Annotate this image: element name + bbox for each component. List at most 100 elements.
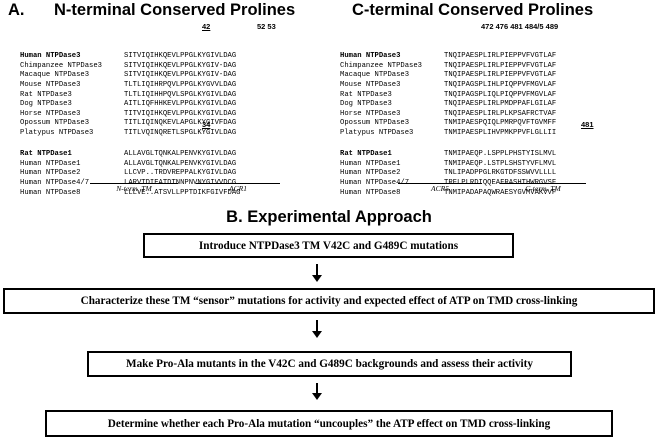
sequence: TRFLPLRDIQQEAFRASHTHWRGVSF <box>444 178 557 187</box>
species-name: Opossum NTPDase3 <box>340 119 410 128</box>
species-name: Chimpanzee NTPDase3 <box>340 61 422 70</box>
sequence: TNMIPAEQP.LSTPLSHSTYVFLMVL <box>444 159 557 168</box>
step-2-box: Characterize these TM “sensor” mutations… <box>3 288 655 314</box>
species-name: Chimpanzee NTPDase3 <box>20 61 102 70</box>
n-terminal-title: N-terminal Conserved Prolines <box>54 1 296 19</box>
sequence: TNMIPAEQP.LSPPLPHSTYISLMVL <box>444 150 557 159</box>
sequence: TNMIPAESPLIHVPMKPPVFLGLLII <box>444 128 557 137</box>
alignment-row: Human NTPDase2 LLCVP..TRDVREPPALKYGIVLDAG <box>20 169 240 179</box>
species-name: Human NTPDase4/7 <box>340 178 410 187</box>
step-1-text: Introduce NTPDase3 TM V42C and G489C mut… <box>198 239 459 252</box>
arrow-2-head <box>312 331 322 338</box>
sequence: TNMIPAESPQIQLPMRPQVFTGVMFF <box>444 119 557 128</box>
sequence: SITVIQIHKQEVLPPGLKYGIV-DAG <box>124 61 237 70</box>
alignment-row: Macaque NTPDase3 SITVIQIHKQEVLPPGLKYGIV-D… <box>20 71 236 81</box>
c-terminal-title: C-terminal Conserved Prolines <box>352 1 594 19</box>
alignment-row: Chimpanzee NTPDase3 TNQIPAESPLIRLPIEPPVFV… <box>340 62 556 72</box>
species-name: Human NTPDase1 <box>340 159 401 168</box>
panel-a-label: A. <box>8 1 25 19</box>
step-2-text: Characterize these TM “sensor” mutations… <box>80 295 578 307</box>
alignment-row: Platypus NTPDase3 TNMIPAESPLIHVPMKPPVFLGL… <box>340 129 556 139</box>
sequence: LARVTDIEATDTNNPNVNYGIVVDCG <box>124 178 237 187</box>
sequence: AITLIQFHHKEVLPPGLKYGIVLDAG <box>124 100 237 109</box>
sequence: TITLIQINQKEVLAPGLKYGIVFDAG <box>124 119 237 128</box>
species-name: Horse NTPDase3 <box>340 109 401 118</box>
species-name: Human NTPDase2 <box>340 169 401 178</box>
step-3-text: Make Pro-Ala mutants in the V42C and G48… <box>126 358 533 370</box>
species-name: Rat NTPDase1 <box>20 150 72 159</box>
alignment-row: Human NTPDase3 TNQIPAESPLIRLPIEPPVFVGTLAF <box>340 52 556 62</box>
species-name: Rat NTPDase1 <box>340 150 392 159</box>
sequence: TNQIPAESPLIRLPIEPPVFVGTLAF <box>444 71 557 80</box>
c-term-tm-label: C-term. TM <box>525 184 561 193</box>
alignment-row: Mouse NTPDase3 TNQIPAGSPLIHLPIQPPVFMGVLAF <box>340 81 556 91</box>
c-term-tm-bracket <box>500 183 586 184</box>
step-1-box: Introduce NTPDase3 TM V42C and G489C mut… <box>143 233 514 258</box>
species-name: Rat NTPDase3 <box>340 90 392 99</box>
species-name: Macaque NTPDase3 <box>340 71 410 80</box>
alignment-row: Human NTPDase8 TNMIPADAPAQWRAESYGVMVAKVVF <box>340 189 556 199</box>
alignment-row: Horse NTPDase3 TNQIPAESPLIRLPLKPSAFRCTVAF <box>340 110 556 120</box>
acr5-label: ACR5 <box>431 184 449 193</box>
alignment-row: Rat NTPDase1 TNMIPAEQP.LSPPLPHSTYISLMVL <box>340 150 556 160</box>
arrow-3-head <box>312 393 322 400</box>
acr5-bracket <box>398 183 482 184</box>
sequence: TLTLIQIHHPQVLSPGLKYGIVLDAG <box>124 90 237 99</box>
species-name: Opossum NTPDase3 <box>20 119 90 128</box>
sequence: TNQIPAESPLIRLPMDPPAFLGILAF <box>444 100 557 109</box>
sequence: TNQIPAESPLIRLPIEPPVFVGTLAF <box>444 52 557 61</box>
alignment-row: Mouse NTPDase3 TLTLIQIHRPQVLPPGLKYGVVLDAG <box>20 81 236 91</box>
alignment-row: Human NTPDase4/7 LARVTDIEATDTNNPNVNYGIVVD… <box>20 179 240 189</box>
alignment-row: Rat NTPDase3 TLTLIQIHHPQVLSPGLKYGIVLDAG <box>20 91 236 101</box>
species-name: Rat NTPDase3 <box>20 90 72 99</box>
position-52-53-label: 52 53 <box>257 22 276 31</box>
species-name: Platypus NTPDase3 <box>340 128 414 137</box>
sequence: LLCVP..TRDVREPPALKYGIVLDAG <box>124 169 237 178</box>
alignment-row: Dog NTPDase3 TNQIPAESPLIRLPMDPPAFLGILAF <box>340 100 556 110</box>
alignment-row: Human NTPDase1 TNMIPAEQP.LSTPLSHSTYVFLMVL <box>340 160 556 170</box>
sequence: TNMIPADAPAQWRAESYGVMVAKVVF <box>444 188 557 197</box>
sequence: ALLAVGLTQNKALPENVKYGIVLDAG <box>124 159 237 168</box>
arrow-3-shaft <box>316 383 318 394</box>
acr1-bracket <box>196 183 280 184</box>
alignment-row: Opossum NTPDase3 TNMIPAESPQIQLPMRPQVFTGVM… <box>340 119 556 129</box>
alignment-row: Rat NTPDase1 ALLAVGLTQNKALPENVKYGIVLDAG <box>20 150 240 160</box>
alignment-row: Human NTPDase1 ALLAVGLTQNKALPENVKYGIVLDAG <box>20 160 240 170</box>
species-name: Human NTPDase3 <box>340 52 401 61</box>
species-name: Human NTPDase1 <box>20 159 81 168</box>
species-name: Mouse NTPDase3 <box>20 80 81 89</box>
position-34-label: 34 <box>202 120 211 129</box>
sequence: TNQIPAESPLIRLPIEPPVFVGTLAF <box>444 61 557 70</box>
sequence: TNQIPAGSPLIQLPIQPPVFMGVLAF <box>444 90 557 99</box>
species-name: Human NTPDase2 <box>20 169 81 178</box>
arrow-1-head <box>312 275 322 282</box>
sequence: LLLVE..ATSVLLPPTDIKFGIVFDAG <box>124 188 241 197</box>
n-term-tm-label: N-term. TM <box>116 184 152 193</box>
panel-b-title: B. Experimental Approach <box>226 208 432 226</box>
species-name: Dog NTPDase3 <box>340 100 392 109</box>
acr1-label: ACR1 <box>229 184 247 193</box>
alignment-row: Human NTPDase4/7 TRFLPLRDIQQEAFRASHTHWRGV… <box>340 179 556 189</box>
step-4-text: Determine whether each Pro-Ala mutation … <box>107 417 551 430</box>
position-42-label: 42 <box>202 22 211 31</box>
sequence: ALLAVGLTQNKALPENVKYGIVLDAG <box>124 150 237 159</box>
sequence: TNQIPAGSPLIHLPIQPPVFMGVLAF <box>444 80 557 89</box>
sequence: SITVIQIHKQEVLPPGLKYGIV-DAG <box>124 71 237 80</box>
sequence: TLTLIQIHRPQVLPPGLKYGVVLDAG <box>124 80 237 89</box>
species-name: Mouse NTPDase3 <box>340 80 401 89</box>
species-name: Macaque NTPDase3 <box>20 71 90 80</box>
species-name: Human NTPDase4/7 <box>20 178 90 187</box>
step-4-box: Determine whether each Pro-Ala mutation … <box>45 410 613 437</box>
species-name: Human NTPDase8 <box>340 188 401 197</box>
arrow-2-shaft <box>316 320 318 332</box>
arrow-1-shaft <box>316 264 318 276</box>
sequence: SITVIQIHKQEVLPPGLKYGIVLDAG <box>124 52 237 61</box>
alignment-row: Rat NTPDase3 TNQIPAGSPLIQLPIQPPVFMGVLAF <box>340 91 556 101</box>
sequence: TNQIPAESPLIRLPLKPSAFRCTVAF <box>444 109 557 118</box>
